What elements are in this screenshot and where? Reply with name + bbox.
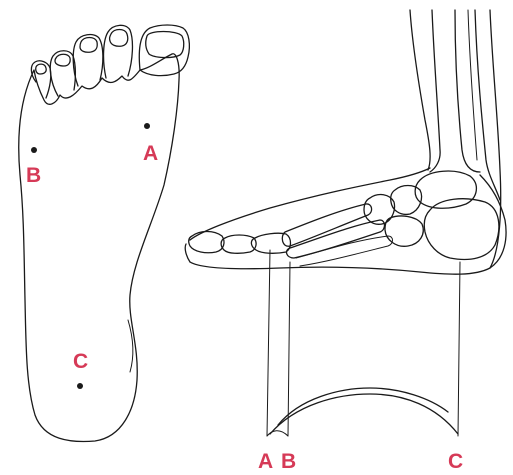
fourth-toe — [50, 51, 75, 96]
little-toe-nail — [36, 64, 46, 74]
arch-label-c: C — [448, 450, 463, 473]
leg-outline-front — [410, 10, 430, 170]
second-toe-nail — [110, 30, 128, 47]
point-a-dot — [144, 123, 150, 129]
distal-phalanx — [189, 232, 224, 253]
projection-line-b — [288, 262, 290, 436]
third-toe — [73, 35, 103, 86]
big-toe-nail — [146, 32, 184, 58]
proximal-phalanx — [251, 233, 290, 253]
arch-notch — [267, 431, 288, 436]
point-b-dot — [31, 147, 37, 153]
toe-tip — [185, 244, 190, 262]
sole-label-b: B — [26, 164, 41, 187]
third-toe-nail — [80, 38, 97, 53]
sole-view: A B C — [19, 25, 190, 442]
talus — [415, 171, 476, 208]
tibia-inner — [430, 10, 440, 172]
lateral-view: A B C — [185, 10, 506, 473]
sole-outline — [19, 54, 179, 442]
projection-line-a — [267, 250, 270, 436]
fourth-toe-nail — [55, 54, 70, 66]
sole-label-c: C — [73, 350, 88, 373]
point-c-dot — [77, 383, 83, 389]
second-toe — [104, 25, 133, 78]
projection-line-c — [458, 262, 460, 436]
cuboid — [385, 216, 423, 246]
navicular — [391, 186, 422, 215]
sole-label-a: A — [143, 142, 158, 165]
arch-label-b: B — [281, 450, 296, 473]
arch-curve-lower — [270, 394, 458, 434]
arch-label-a: A — [258, 450, 273, 473]
